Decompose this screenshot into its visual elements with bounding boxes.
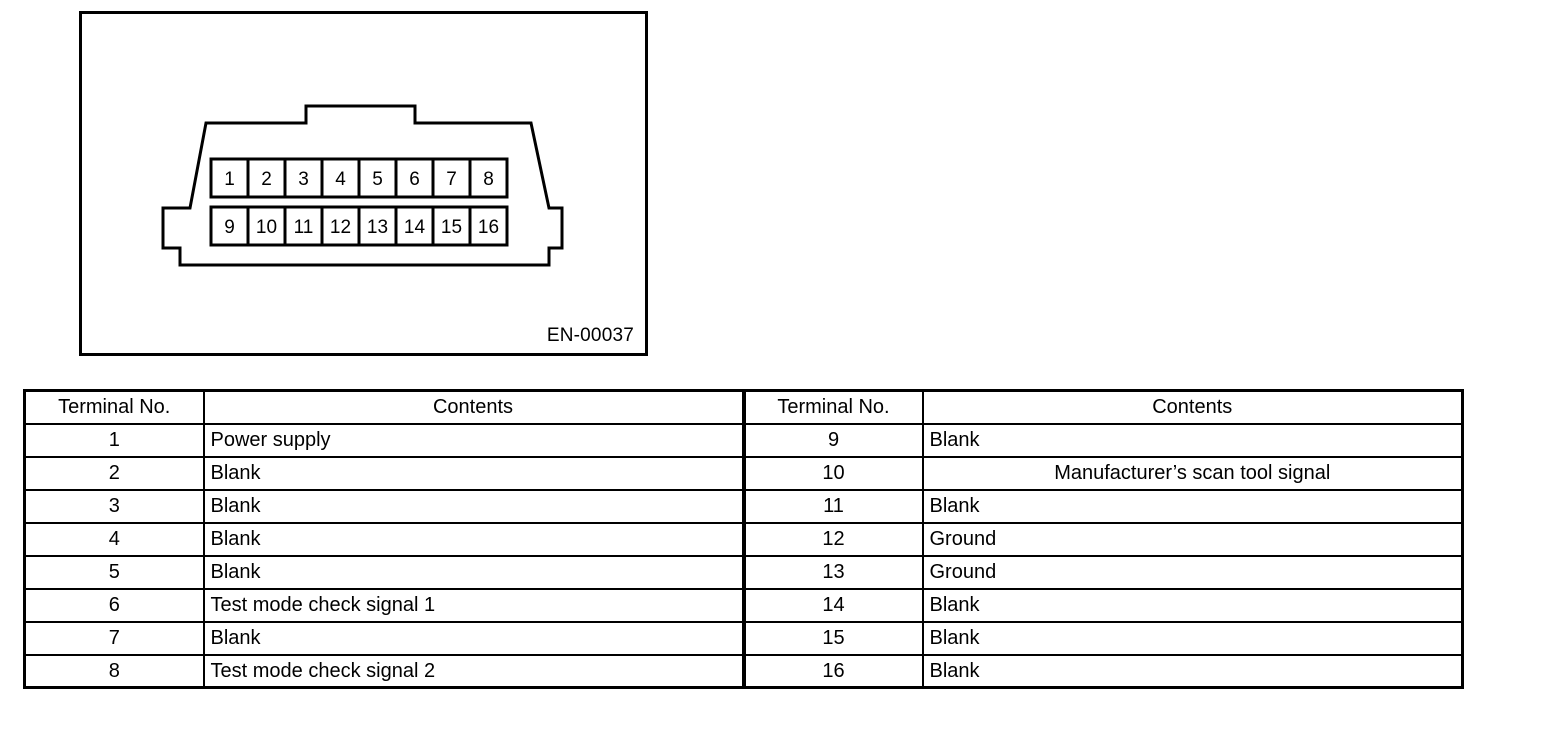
header-terminal-no-left: Terminal No. — [23, 389, 205, 425]
pin-number-15: 15 — [440, 217, 463, 238]
cell-terminal-no: 15 — [741, 620, 924, 656]
cell-contents: Manufacturer’s scan tool signal — [921, 455, 1464, 491]
pin-number-10: 10 — [255, 217, 278, 238]
cell-terminal-no: 12 — [741, 521, 924, 557]
cell-contents: Blank — [202, 521, 745, 557]
pin-cell-5 — [357, 157, 398, 199]
table-row: 3 Blank 11 Blank — [23, 488, 1464, 524]
connector-diagram — [161, 104, 564, 267]
pin-number-13: 13 — [366, 217, 389, 238]
table-row: 7 Blank 15 Blank — [23, 620, 1464, 656]
connector-figure-panel: 1 2 3 4 5 6 7 8 9 10 11 12 13 14 15 16 E… — [79, 11, 648, 356]
pin-cell-4 — [320, 157, 361, 199]
table-row: 5 Blank 13 Ground — [23, 554, 1464, 590]
header-row: Terminal No. Contents Terminal No. Conte… — [23, 389, 1464, 425]
cell-terminal-no: 1 — [23, 422, 205, 458]
pin-grid-top-row — [209, 157, 509, 199]
pin-number-6: 6 — [409, 169, 420, 190]
pin-cell-2 — [246, 157, 287, 199]
cell-terminal-no: 13 — [741, 554, 924, 590]
pin-number-16: 16 — [477, 217, 500, 238]
cell-contents: Test mode check signal 1 — [202, 587, 745, 623]
terminal-assignment-table: Terminal No. Contents Terminal No. Conte… — [23, 389, 1464, 689]
pin-number-8: 8 — [483, 169, 494, 190]
cell-terminal-no: 7 — [23, 620, 205, 656]
cell-terminal-no: 9 — [741, 422, 924, 458]
pin-cell-6 — [394, 157, 435, 199]
cell-terminal-no: 2 — [23, 455, 205, 491]
cell-contents: Blank — [921, 488, 1464, 524]
cell-terminal-no: 5 — [23, 554, 205, 590]
pin-number-4: 4 — [335, 169, 346, 190]
pin-number-11: 11 — [293, 217, 314, 238]
pin-number-12: 12 — [329, 217, 352, 238]
cell-contents: Blank — [921, 422, 1464, 458]
cell-terminal-no: 16 — [741, 653, 924, 689]
pin-number-3: 3 — [298, 169, 309, 190]
table-row: 6 Test mode check signal 1 14 Blank — [23, 587, 1464, 623]
pin-cell-8 — [468, 157, 509, 199]
pin-number-2: 2 — [261, 169, 272, 190]
cell-terminal-no: 14 — [741, 587, 924, 623]
cell-contents: Blank — [921, 620, 1464, 656]
table-header: Terminal No. Contents Terminal No. Conte… — [23, 389, 1464, 425]
cell-contents: Test mode check signal 2 — [202, 653, 745, 689]
cell-contents: Blank — [202, 455, 745, 491]
table-row: 8 Test mode check signal 2 16 Blank — [23, 653, 1464, 689]
cell-terminal-no: 4 — [23, 521, 205, 557]
cell-contents: Blank — [921, 653, 1464, 689]
cell-terminal-no: 3 — [23, 488, 205, 524]
pin-number-7: 7 — [446, 169, 457, 190]
figure-code-label: EN-00037 — [546, 325, 634, 346]
pin-number-9: 9 — [224, 217, 235, 238]
table-row: 2 Blank 10 Manufacturer’s scan tool sign… — [23, 455, 1464, 491]
cell-terminal-no: 8 — [23, 653, 205, 689]
pin-number-14: 14 — [403, 217, 426, 238]
cell-contents: Blank — [202, 554, 745, 590]
pin-number-5: 5 — [372, 169, 383, 190]
cell-contents: Ground — [921, 521, 1464, 557]
header-contents-right: Contents — [921, 389, 1464, 425]
cell-terminal-no: 11 — [741, 488, 924, 524]
table-row: 4 Blank 12 Ground — [23, 521, 1464, 557]
cell-terminal-no: 10 — [741, 455, 924, 491]
cell-contents: Blank — [202, 620, 745, 656]
table-row: 1 Power supply 9 Blank — [23, 422, 1464, 458]
cell-contents: Blank — [202, 488, 745, 524]
pin-cell-16 — [468, 205, 509, 247]
cell-contents: Blank — [921, 587, 1464, 623]
cell-contents: Ground — [921, 554, 1464, 590]
header-terminal-no-right: Terminal No. — [741, 389, 924, 425]
cell-terminal-no: 6 — [23, 587, 205, 623]
pin-grid-bottom-row — [209, 205, 509, 247]
table-body: 1 Power supply 9 Blank 2 Blank 10 Manufa… — [23, 422, 1464, 689]
header-contents-left: Contents — [202, 389, 745, 425]
cell-contents: Power supply — [202, 422, 745, 458]
pin-cell-14 — [394, 205, 435, 247]
pin-number-1: 1 — [224, 169, 235, 190]
